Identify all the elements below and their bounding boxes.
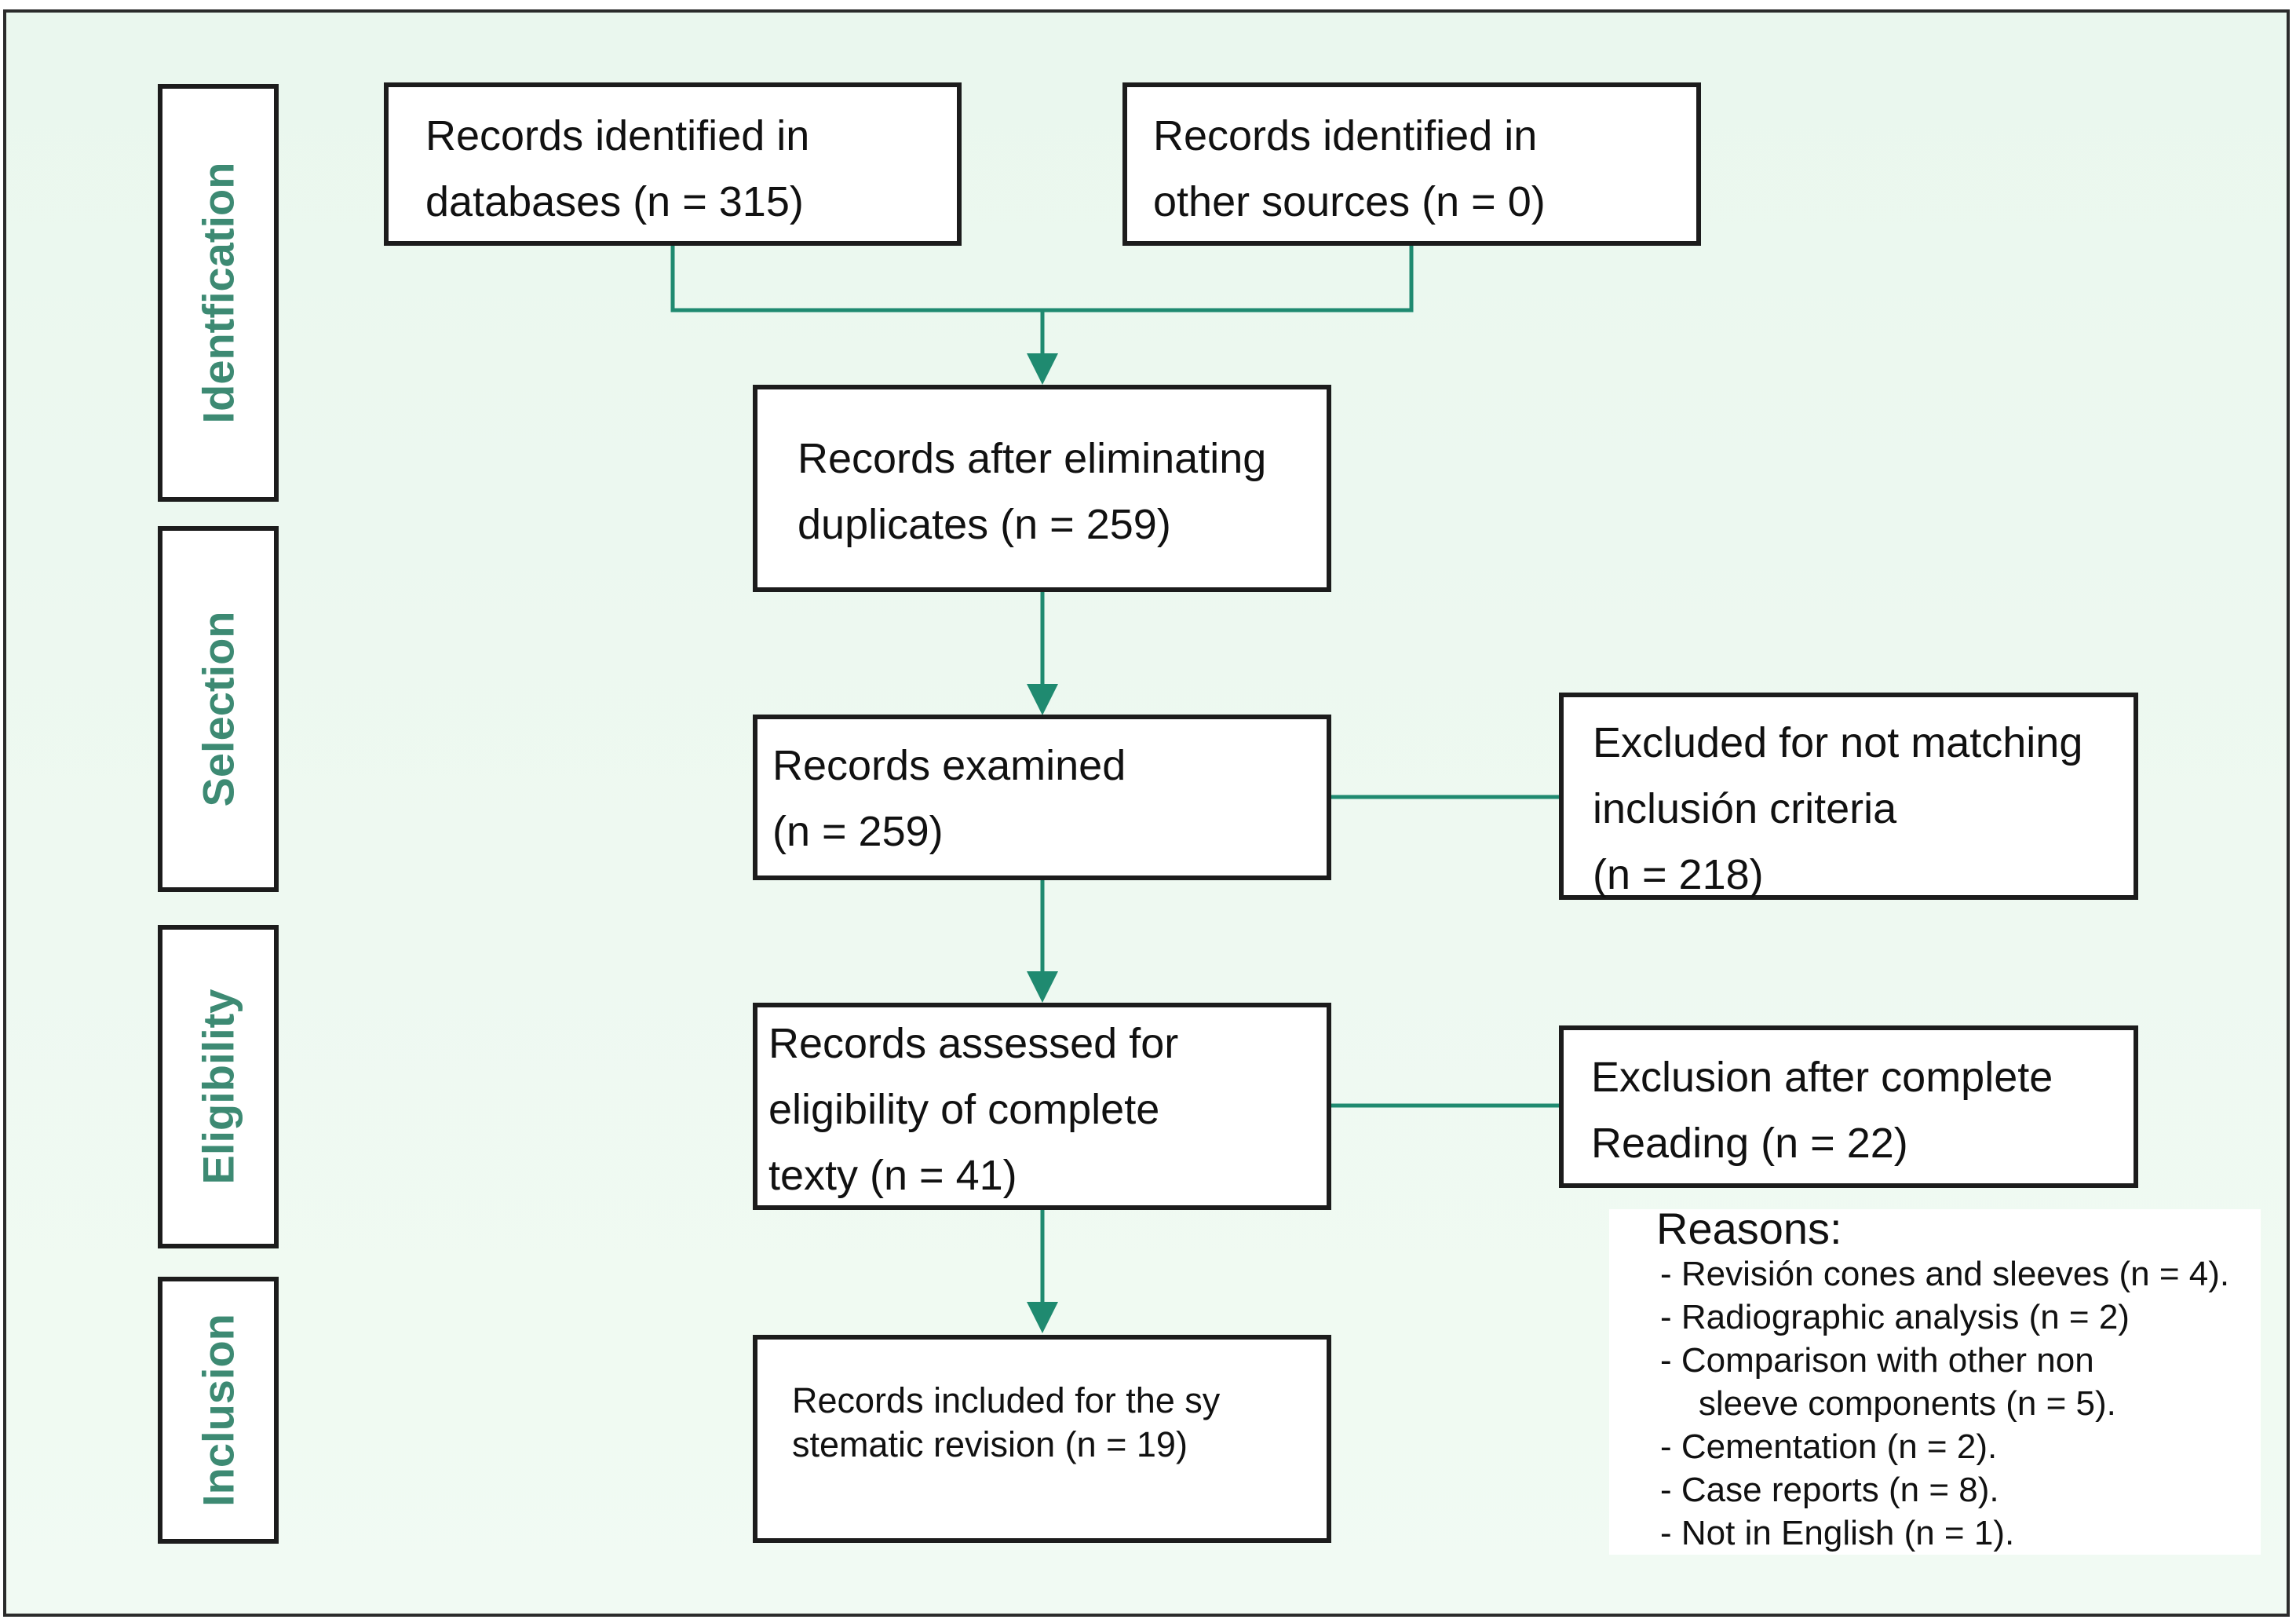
- box-line: Reading (n = 22): [1591, 1120, 1908, 1167]
- box-line: Records assessed for: [768, 1020, 1179, 1067]
- box-line: Records identified in: [1153, 112, 1538, 159]
- reason-item: - Case reports (n = 8).: [1660, 1471, 1999, 1509]
- box-line: Exclusion after complete: [1591, 1054, 2053, 1101]
- box-after-duplicates: Records after eliminating duplicates (n …: [753, 385, 1331, 592]
- reason-item: sleeve components (n = 5).: [1660, 1384, 2116, 1423]
- box-assessed-eligibility: Records assessed for eligibility of comp…: [753, 1003, 1331, 1210]
- merge-connector: [670, 245, 1414, 313]
- box-line: (n = 259): [772, 808, 944, 855]
- box-records-databases: Records identified in databases (n = 315…: [384, 82, 962, 246]
- box-line: Excluded for not matching: [1593, 719, 2083, 766]
- reason-item: - Cementation (n = 2).: [1660, 1427, 1998, 1466]
- box-line: Records after eliminating: [798, 435, 1267, 482]
- box-line: texty (n = 41): [768, 1152, 1017, 1199]
- box-line: Records identified in: [425, 112, 810, 159]
- arrowhead-examined: [1027, 684, 1058, 715]
- stage-inclusion: Inclusion: [158, 1277, 279, 1544]
- box-records-examined: Records examined (n = 259): [753, 715, 1331, 880]
- box-excluded-reading: Exclusion after complete Reading (n = 22…: [1559, 1025, 2138, 1188]
- reason-item: - Not in English (n = 1).: [1660, 1514, 2015, 1552]
- box-excluded-criteria: Excluded for not matching inclusión crit…: [1559, 693, 2138, 900]
- box-line: inclusión criteria: [1593, 785, 1897, 832]
- reason-item: - Comparison with other non: [1660, 1341, 2094, 1380]
- box-line: eligibility of complete: [768, 1086, 1160, 1133]
- arrowhead-assessed: [1027, 971, 1058, 1003]
- box-line: duplicates (n = 259): [798, 501, 1171, 548]
- box-records-included: Records included for the sy stematic rev…: [753, 1335, 1331, 1543]
- reason-item: - Radiographic analysis (n = 2): [1660, 1298, 2130, 1336]
- reasons-list: - Revisión cones and sleeves (n = 4). - …: [1660, 1252, 2229, 1555]
- reasons-title: Reasons:: [1656, 1204, 1842, 1253]
- box-line: databases (n = 315): [425, 178, 804, 225]
- box-records-other-sources: Records identified in other sources (n =…: [1122, 82, 1701, 246]
- box-line: (n = 218): [1593, 851, 1764, 898]
- stage-eligibility: Eligibility: [158, 925, 279, 1248]
- box-line: other sources (n = 0): [1153, 178, 1546, 225]
- stage-identification: Identfication: [158, 84, 279, 502]
- arrowhead-included: [1027, 1302, 1058, 1333]
- reason-item: - Revisión cones and sleeves (n = 4).: [1660, 1255, 2230, 1293]
- reasons-panel: [1609, 1209, 2261, 1555]
- box-line: Records examined: [772, 742, 1126, 789]
- stage-selection: Selection: [158, 526, 279, 892]
- box-line: stematic revision (n = 19): [792, 1424, 1188, 1464]
- arrowhead-after-duplicates: [1027, 353, 1058, 385]
- box-line: Records included for the sy: [792, 1380, 1221, 1420]
